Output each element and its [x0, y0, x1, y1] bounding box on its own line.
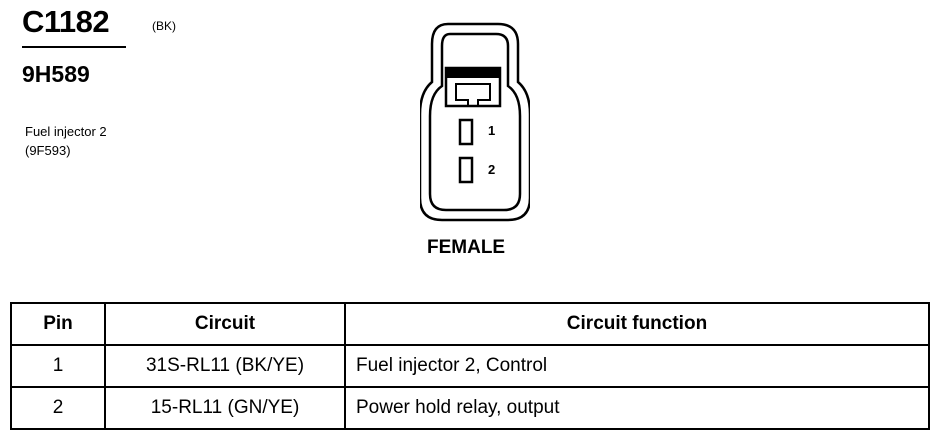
table-header-row: Pin Circuit Circuit function — [10, 302, 930, 346]
connector-code: C1182 — [22, 4, 110, 39]
table-row: 1 31S-RL11 (BK/YE) Fuel injector 2, Cont… — [10, 344, 930, 388]
pin-cell: 2 — [10, 386, 106, 430]
header-rule — [22, 46, 126, 48]
part-number: 9H589 — [22, 61, 90, 87]
pin-cell: 1 — [10, 344, 106, 388]
column-header-pin: Pin — [10, 302, 106, 346]
pinout-table: Pin Circuit Circuit function 1 31S-RL11 … — [10, 302, 930, 430]
component-description: Fuel injector 2 (9F593) — [25, 122, 107, 160]
connector-outer-shell — [420, 22, 530, 222]
description-line-1: Fuel injector 2 — [25, 124, 107, 139]
function-cell: Power hold relay, output — [344, 386, 930, 430]
locking-tab-top — [446, 68, 500, 78]
column-header-circuit: Circuit — [104, 302, 346, 346]
pin-cavity-1 — [458, 118, 474, 146]
column-header-function: Circuit function — [344, 302, 930, 346]
color-code: (BK) — [152, 19, 176, 33]
description-line-2: (9F593) — [25, 143, 71, 158]
connector-inner-shell — [428, 32, 522, 212]
function-cell: Fuel injector 2, Control — [344, 344, 930, 388]
pin-label-2: 2 — [488, 162, 496, 177]
circuit-cell: 15-RL11 (GN/YE) — [104, 386, 346, 430]
pin-label-1: 1 — [488, 123, 496, 138]
circuit-cell: 31S-RL11 (BK/YE) — [104, 344, 346, 388]
connector-diagram — [420, 22, 530, 222]
pin-cavity-2 — [458, 156, 474, 184]
locking-latch — [455, 83, 491, 107]
table-row: 2 15-RL11 (GN/YE) Power hold relay, outp… — [10, 386, 930, 430]
gender-label: FEMALE — [427, 237, 506, 258]
